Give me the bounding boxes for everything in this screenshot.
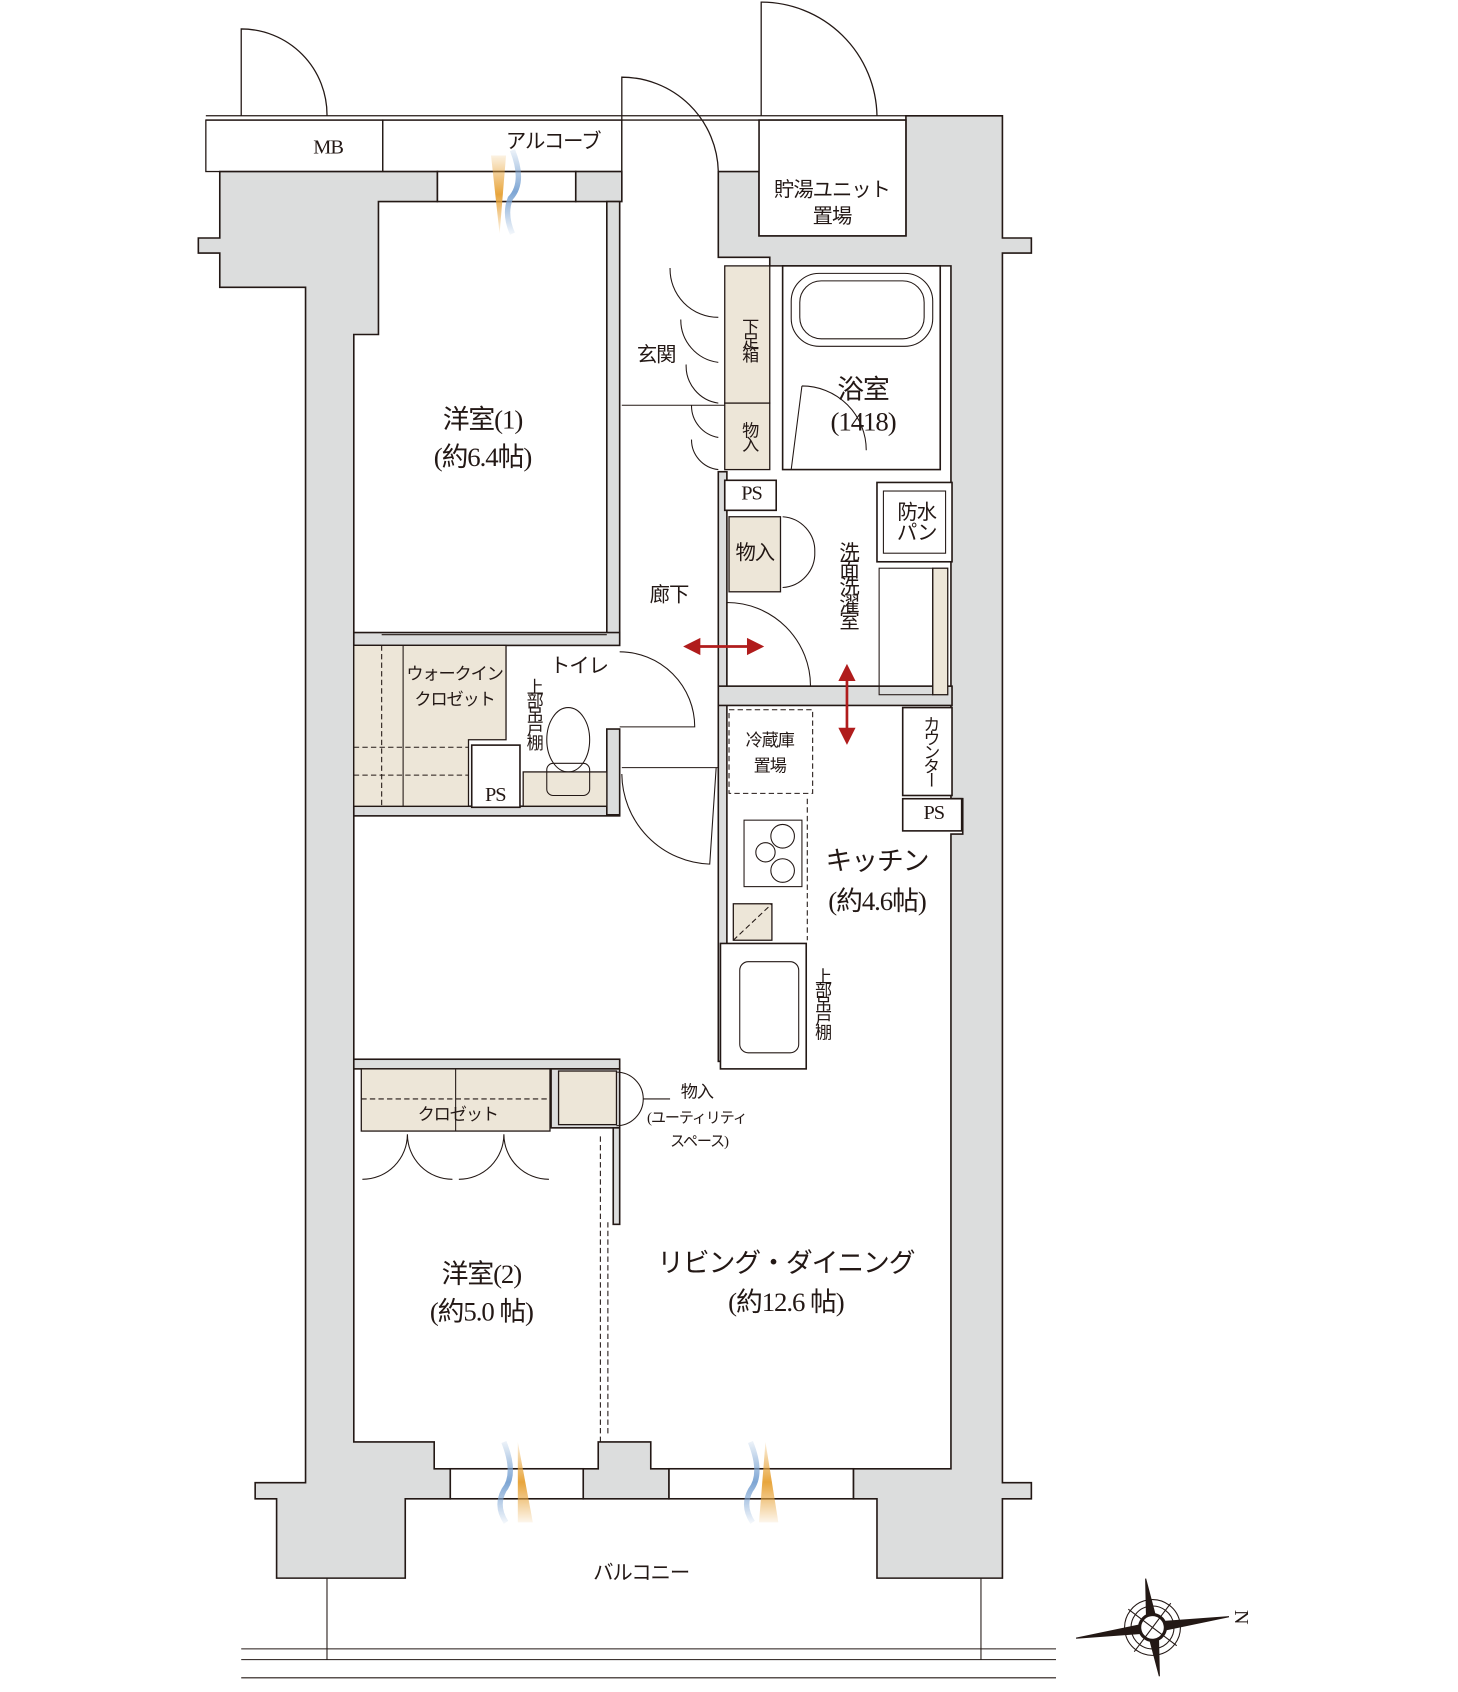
- door-swing: [619, 651, 696, 728]
- washroom-storage: [728, 516, 782, 593]
- double-arrow-icon: [683, 637, 856, 745]
- door-swing: [760, 1, 878, 116]
- toilet-tank: [546, 762, 591, 797]
- water-heater-label: 貯湯ユニット: [774, 179, 891, 202]
- north-label: N: [1229, 1609, 1253, 1624]
- washroom-label: 洗面洗濯室: [836, 541, 859, 628]
- vanity: [878, 567, 934, 696]
- washer-area: [932, 567, 949, 696]
- door-swing: [782, 516, 816, 589]
- living-size: (約12.6 帖): [728, 1288, 844, 1318]
- door-swing: [669, 268, 719, 471]
- waterproof-pan: [876, 481, 953, 563]
- left-wall: [197, 170, 452, 1579]
- window-frame: [436, 170, 577, 203]
- ps-label: PS: [923, 802, 946, 825]
- stove: [743, 819, 803, 888]
- wall-pier: [582, 1441, 670, 1500]
- waterproof-pan-label: パン: [896, 522, 938, 545]
- burner: [770, 858, 795, 883]
- toilet-bowl: [546, 707, 591, 773]
- walk-in-closet: [353, 644, 507, 807]
- wall: [574, 170, 623, 203]
- washer-pan: [882, 490, 947, 554]
- waterproof-pan-label: 防水: [897, 501, 937, 525]
- sink: [739, 961, 800, 1054]
- bathroom-label: 浴室: [837, 375, 890, 405]
- bedroom2-label: 洋室(2): [441, 1260, 523, 1290]
- utility-storage: [557, 1070, 618, 1126]
- right-wall: [717, 114, 1033, 1579]
- hallway-label: 廊下: [649, 584, 690, 607]
- water-heater-space: [758, 119, 907, 237]
- door-swing: [240, 28, 328, 116]
- toilet-cabinet: [522, 771, 608, 807]
- ps-label: PS: [485, 783, 507, 807]
- utility-storage-label: (ユーティリティ: [647, 1110, 748, 1127]
- bathroom-area: [781, 265, 942, 471]
- ps-box: [470, 744, 521, 809]
- kitchen-size: (約4.6帖): [828, 887, 927, 917]
- toilet-label: トイレ: [549, 655, 609, 678]
- utility-storage-label: スペース): [670, 1134, 729, 1151]
- burner: [755, 842, 776, 863]
- utility-storage-label: 物入: [680, 1083, 714, 1102]
- wall: [606, 728, 621, 816]
- mb-label: MB: [313, 136, 344, 159]
- living-label: リビング・ダイニング: [657, 1249, 915, 1279]
- shoe-cabinet-label: 下足箱: [738, 317, 758, 360]
- ps-label: PS: [741, 482, 763, 506]
- entrance-label: 玄関: [636, 344, 677, 367]
- wall: [717, 685, 953, 707]
- bathtub: [790, 272, 934, 347]
- ventilation-window-icon: [491, 149, 779, 1524]
- entrance-storage-label: 物入: [738, 421, 758, 450]
- washroom-storage-label: 物入: [735, 542, 775, 566]
- door-swing: [621, 76, 719, 172]
- window-frame: [668, 1467, 855, 1500]
- door-swing: [362, 1134, 549, 1180]
- closet-label: クロゼット: [417, 1106, 499, 1125]
- window-frame: [449, 1467, 585, 1500]
- bedroom2-size: (約5.0 帖): [429, 1297, 534, 1327]
- bedroom1-label: 洋室(1): [442, 405, 524, 435]
- kitchen-cabinet-label: 上部吊戸棚: [811, 967, 831, 1038]
- entrance-storage: [724, 402, 771, 471]
- toilet-cabinet-label: 上部吊戸棚: [523, 678, 542, 748]
- door-swing: [621, 767, 717, 865]
- water-heater-label: 置場: [812, 205, 853, 229]
- kitchen-label: キッチン: [825, 847, 930, 877]
- wic-label: ウォークイン: [406, 665, 504, 684]
- fridge-label: 冷蔵庫: [745, 732, 795, 751]
- meter-box: [205, 119, 384, 173]
- fridge-space: [728, 709, 814, 794]
- balcony-label: バルコニー: [593, 1562, 690, 1585]
- counter-label: カウンター: [920, 715, 939, 786]
- wall: [352, 1058, 621, 1070]
- bedroom1-size: (約6.4帖): [433, 443, 533, 473]
- wall: [606, 200, 621, 645]
- bathtub-inner: [799, 280, 925, 340]
- bath-door: [790, 385, 867, 470]
- shoe-cabinet: [724, 265, 771, 404]
- counter: [901, 706, 953, 797]
- alcove-label: アルコーブ: [505, 130, 602, 154]
- burner: [770, 823, 795, 849]
- ps-box: [901, 797, 963, 832]
- wall: [612, 1127, 621, 1226]
- fridge-label: 置場: [753, 757, 787, 776]
- ps-box: [723, 479, 778, 512]
- cabinet-line: [732, 903, 773, 941]
- kitchen-counter: [719, 942, 808, 1070]
- compass-rose-icon: [1075, 1578, 1230, 1677]
- door-swing: [726, 601, 812, 687]
- bathroom-size: (1418): [830, 408, 897, 438]
- wic-label: クロゼット: [414, 691, 495, 710]
